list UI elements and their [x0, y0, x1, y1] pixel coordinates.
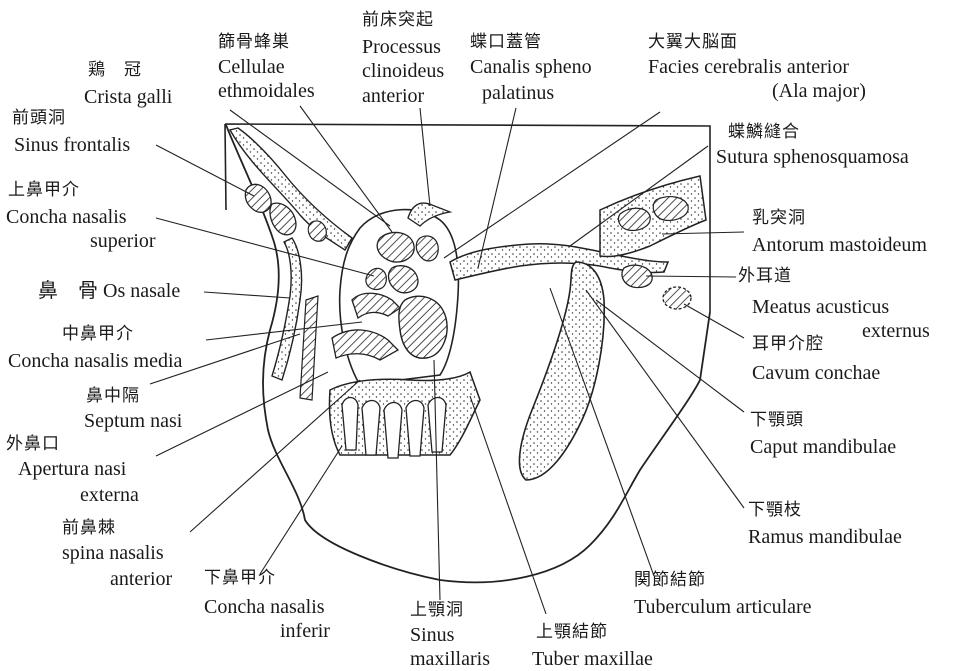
facies-cerebralis-label-2: (Ala major) [772, 80, 866, 103]
mandible-ramus [519, 262, 604, 480]
concha-inferior [332, 330, 398, 360]
tuberculum-articulare-label: Tuberculum articulare [634, 596, 812, 619]
ethmoid-cell-3 [416, 236, 438, 261]
anterior-clinoid-label-1: Processus [362, 36, 441, 59]
frontal-cell [308, 221, 326, 241]
cavum-conchae-label: Cavum conchae [752, 362, 880, 385]
sphenosquamous-suture-label-ja: 蝶鱗縫合 [728, 120, 800, 143]
caput-mandibulae-label-ja: 下顎頭 [750, 408, 804, 431]
concha-media [352, 293, 400, 318]
tuberculum-articulare-label-ja: 関節結節 [634, 568, 706, 591]
sphenopalatine-canal-label-ja: 蝶口蓋管 [470, 30, 542, 53]
nasal-septum-label: Septum nasi [84, 410, 182, 433]
apertura-nasi-label-2: externa [80, 484, 139, 507]
concha-media-label: Concha nasalis media [8, 350, 182, 373]
mastoid-antrum-label: Antorum mastoideum [752, 234, 927, 257]
frontal-sinus-label-ja: 前頭洞 [12, 106, 66, 129]
spina-nasalis-label-1: spina nasalis [62, 542, 164, 565]
ramus-mandibulae-label: Ramus mandibulae [748, 526, 902, 549]
mastoid-antrum-label-ja: 乳突洞 [752, 206, 806, 229]
cavum-conchae-label-ja: 耳甲介腔 [752, 332, 824, 355]
sinus-maxillaris-label-ja: 上顎洞 [410, 598, 464, 621]
anterior-clinoid-label-3: anterior [362, 85, 424, 108]
concha-inferior-label-2: inferir [280, 620, 330, 643]
nasal-bone [272, 238, 302, 380]
concha-superior-label-2: superior [90, 230, 156, 253]
mastoid-cell-2 [653, 197, 688, 221]
ethmoid-cell-1 [377, 232, 414, 262]
nasal-bone-label: 鼻 骨 Os nasale [38, 280, 180, 303]
maxillary-sinus [399, 296, 447, 358]
temporal-bone [600, 176, 706, 257]
ethmoid-cells-label-1: Cellulae [218, 56, 285, 79]
anterior-clinoid-label-ja: 前床突起 [362, 8, 434, 31]
sphenopalatine-canal-label-2: palatinus [482, 82, 554, 105]
sinus-maxillaris-label-2: maxillaris [410, 648, 490, 671]
concha-inferior-label-ja: 下鼻甲介 [204, 566, 276, 589]
frontal-sinus-2 [270, 203, 296, 235]
concha-superior [366, 268, 386, 289]
external-meatus-label-2: externus [862, 320, 930, 343]
mastoid-cell-1 [618, 208, 650, 230]
external-meatus-label-ja: 外耳道 [738, 264, 792, 287]
concha-superior-label-ja: 上鼻甲介 [8, 178, 80, 201]
sphenosquamous-suture-label: Sutura sphenosquamosa [716, 146, 909, 169]
spina-nasalis-label-2: anterior [110, 568, 172, 591]
sphenopalatine-canal-label-1: Canalis spheno [470, 56, 592, 79]
external-meatus-label-1: Meatus acusticus [752, 296, 889, 319]
facies-cerebralis-label-ja: 大翼大脳面 [648, 30, 738, 53]
concha-inferior-label-1: Concha nasalis [204, 596, 325, 619]
tuber-maxillae-label-ja: 上顎結節 [536, 620, 608, 643]
ethmoid-cell-2 [389, 266, 418, 293]
anterior-clinoid-label-2: clinoideus [362, 60, 444, 83]
crista-galli-label: Crista galli [84, 86, 172, 109]
apertura-nasi-label-ja: 外鼻口 [6, 432, 60, 455]
facies-cerebralis-label-1: Facies cerebralis anterior [648, 56, 849, 79]
ramus-mandibulae-label-ja: 下顎枝 [748, 498, 802, 521]
ethmoid-cells-label-ja: 篩骨蜂巣 [218, 30, 290, 53]
caput-mandibulae-label: Caput mandibulae [750, 436, 896, 459]
apertura-nasi-label-1: Apertura nasi [18, 458, 126, 481]
concha-media-label-ja: 中鼻甲介 [62, 322, 134, 345]
frontal-sinus-label: Sinus frontalis [14, 134, 130, 157]
nasal-septum-label-ja: 鼻中隔 [86, 384, 140, 407]
concha-superior-label-1: Concha nasalis [6, 206, 127, 229]
sinus-maxillaris-label-1: Sinus [410, 624, 454, 647]
crista-galli-label-ja: 鶏 冠 [88, 58, 142, 81]
frontal-sinus [245, 184, 271, 212]
ethmoid-cells-label-2: ethmoidales [218, 80, 315, 103]
tuber-maxillae-label: Tuber maxillae [532, 648, 653, 671]
spina-nasalis-label-ja: 前鼻棘 [62, 516, 116, 539]
